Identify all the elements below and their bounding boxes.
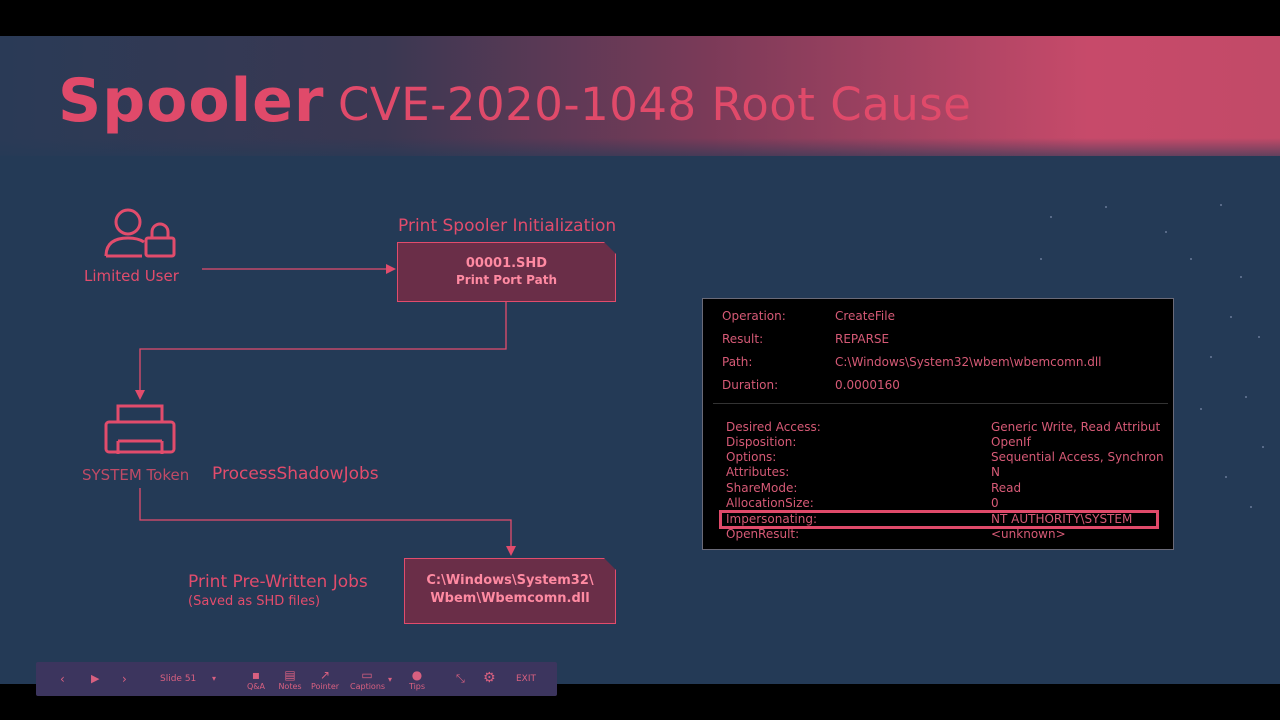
flow-connectors: [104, 208, 516, 556]
dll-path-line1: C:\Windows\System32\: [426, 573, 594, 588]
pm-impersonating-val: NT AUTHORITY\SYSTEM: [991, 512, 1133, 526]
pm-detail-key: Disposition:: [726, 435, 797, 449]
pm-detail-val: <unknown>: [991, 527, 1066, 541]
system-token-label: SYSTEM Token: [82, 466, 190, 484]
slide: Spooler CVE-2020-1048 Root Cause: [0, 36, 1280, 684]
pointer-label: Pointer: [310, 682, 340, 691]
pm-result-key: Result:: [722, 332, 764, 346]
pm-divider: [713, 403, 1168, 404]
print-jobs-label: Print Pre-Written Jobs: [188, 572, 368, 592]
pm-detail-val: Read: [991, 481, 1022, 495]
pm-duration-key: Duration:: [722, 378, 779, 392]
info-icon: ●: [411, 668, 423, 682]
print-jobs-sublabel: (Saved as SHD files): [188, 594, 321, 609]
captions-button[interactable]: ▭ Captions: [350, 668, 386, 691]
pointer-button[interactable]: ↗ Pointer: [310, 669, 340, 691]
captions-chevron-icon[interactable]: ▾: [388, 675, 393, 684]
pm-op-val: CreateFile: [835, 309, 895, 323]
pm-impersonating-key: Impersonating:: [726, 512, 818, 526]
pm-detail-key: Desired Access:: [726, 420, 821, 434]
title-band: Spooler CVE-2020-1048 Root Cause: [0, 36, 1280, 156]
pm-detail-key: ShareMode:: [726, 481, 798, 495]
procmon-event-panel: Operation: CreateFile Result: REPARSE Pa…: [702, 298, 1174, 550]
spooler-init-label: Print Spooler Initialization: [398, 216, 617, 236]
impersonating-highlight-box: [719, 510, 1159, 529]
process-shadow-jobs-label: ProcessShadowJobs: [212, 464, 379, 484]
pointer-icon: ↗: [319, 668, 331, 682]
pm-detail-val: N: [991, 465, 1000, 479]
prev-button[interactable]: ‹: [60, 672, 65, 686]
shd-filename: 00001.SHD: [465, 256, 548, 271]
pm-op-key: Operation:: [722, 309, 786, 323]
dll-document-box: C:\Windows\System32\ Wbem\Wbemcomn.dll: [404, 558, 616, 624]
pm-detail-key: AllocationSize:: [726, 496, 814, 510]
shd-description: Print Port Path: [455, 273, 557, 287]
pm-result-val: REPARSE: [835, 332, 890, 346]
shd-document-box: 00001.SHD Print Port Path: [397, 242, 616, 302]
slide-selector-chevron-icon[interactable]: ▾: [212, 674, 217, 683]
qa-button[interactable]: ▪ Q&A: [244, 669, 268, 691]
qa-label: Q&A: [246, 682, 265, 691]
fullscreen-icon[interactable]: ⤡: [456, 672, 465, 685]
next-button[interactable]: ›: [122, 672, 127, 686]
pm-detail-val: OpenIf: [991, 435, 1031, 449]
pm-path-key: Path:: [722, 355, 753, 369]
captions-label: Captions: [350, 682, 386, 691]
captions-icon: ▭: [361, 668, 373, 682]
notes-label: Notes: [278, 682, 302, 691]
notes-icon: ▤: [284, 668, 296, 682]
user-lock-icon: [104, 208, 176, 258]
exit-button[interactable]: EXIT: [516, 674, 537, 684]
pm-detail-key: OpenResult:: [726, 527, 800, 541]
notes-button[interactable]: ▤ Notes: [276, 669, 304, 691]
dll-path-line2: Wbem\Wbemcomn.dll: [430, 591, 590, 606]
limited-user-label: Limited User: [84, 267, 179, 285]
pm-detail-val: Sequential Access, Synchron: [991, 450, 1164, 464]
pm-detail-val: Generic Write, Read Attribut: [991, 420, 1161, 434]
chat-icon: ▪: [251, 668, 261, 682]
presentation-toolbar: ‹ ▶ › Slide 51 ▾ ▪ Q&A ▤ Notes ↗ Pointer…: [36, 662, 557, 696]
slide-title: Spooler: [58, 66, 325, 136]
pm-detail-key: Attributes:: [726, 465, 790, 479]
tips-label: Tips: [408, 682, 426, 691]
pm-detail-val: 0: [991, 496, 999, 510]
tips-button[interactable]: ● Tips: [406, 669, 428, 691]
settings-gear-icon[interactable]: ⚙: [483, 670, 496, 686]
pm-duration-val: 0.0000160: [835, 378, 900, 392]
pm-detail-key: Options:: [726, 450, 777, 464]
play-button[interactable]: ▶: [91, 672, 100, 685]
slide-subtitle: CVE-2020-1048 Root Cause: [338, 78, 972, 131]
slide-selector[interactable]: Slide 51: [160, 674, 197, 684]
printer-icon: [104, 404, 176, 454]
pm-path-val: C:\Windows\System32\wbem\wbemcomn.dll: [835, 355, 1102, 369]
